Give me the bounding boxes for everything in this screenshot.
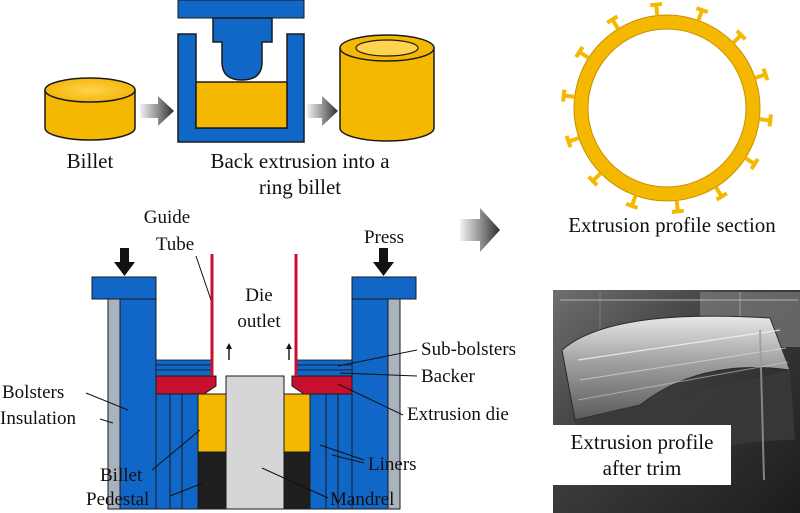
ring-tab-cap	[564, 135, 573, 148]
ring-tab-cap	[587, 175, 599, 187]
ring-tab-cap	[767, 114, 773, 127]
tube-label: Tube	[156, 234, 194, 255]
pedestal-label: Pedestal	[86, 489, 149, 510]
profile-after-trim-label-line2: after trim	[603, 456, 682, 480]
ring-tab-cap	[561, 89, 567, 102]
back-extrusion-label-line2: ring billet	[259, 175, 341, 199]
ring-tab-cap	[625, 201, 639, 210]
ring-tab-cap	[735, 29, 747, 41]
ring-tab-cap	[695, 6, 709, 15]
back-extrusion-container	[177, 0, 305, 143]
outlet-label: outlet	[237, 311, 281, 332]
profile-after-trim-photo	[553, 290, 800, 513]
ring-tab-cap	[671, 208, 685, 215]
backer-label: Backer	[421, 366, 475, 387]
billet-cylinder	[44, 77, 136, 141]
press-arrow-right	[373, 248, 394, 276]
ring-tab-cap	[606, 14, 619, 25]
ring-tab-cap	[761, 68, 770, 81]
extrusion-die-label: Extrusion die	[407, 404, 509, 425]
ring-tab-cap	[749, 157, 760, 171]
billet-label: Billet	[67, 149, 114, 173]
ring-tab-cap	[649, 1, 663, 8]
back-extrusion-label-line1: Back extrusion into a	[210, 149, 390, 173]
process-arrow-3	[460, 208, 500, 252]
mandrel-label: Mandrel	[330, 489, 394, 510]
sub-bolsters-label: Sub-bolsters	[421, 339, 516, 360]
die-label: Die	[245, 285, 272, 306]
profile-after-trim-label-line1: Extrusion profile	[571, 430, 714, 454]
ring-tab-cap	[715, 191, 728, 202]
press-label: Press	[364, 227, 404, 248]
profile-section-ring	[561, 1, 773, 215]
process-arrow-1	[140, 96, 174, 126]
profile-section-label: Extrusion profile section	[568, 213, 776, 237]
billet-lower-label: Billet	[100, 465, 143, 486]
ring-tab-cap	[574, 45, 585, 59]
bolsters-label: Bolsters	[2, 382, 64, 403]
guide-label: Guide	[144, 207, 190, 228]
insulation-label: Insulation	[0, 408, 76, 429]
process-arrow-2	[307, 96, 338, 126]
press-arrow-left	[114, 248, 135, 276]
liners-label: Liners	[368, 454, 417, 475]
ring-billet-cylinder	[339, 34, 435, 142]
